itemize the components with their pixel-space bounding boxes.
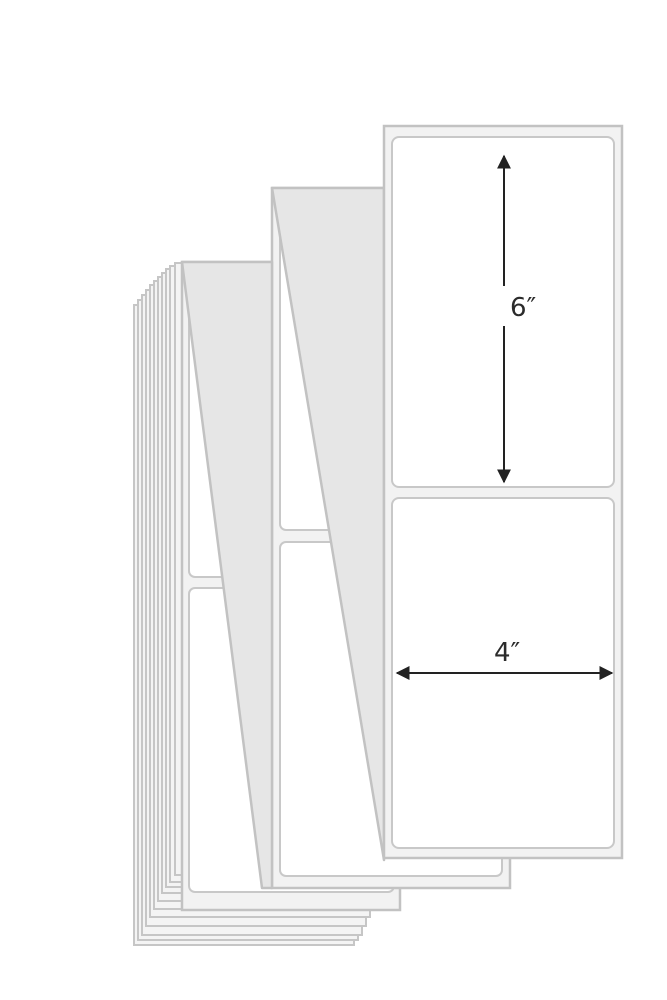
width-dimension: 4″: [395, 638, 614, 680]
width-dimension-label: 4″: [494, 638, 521, 668]
fold-flap-back: [180, 260, 274, 890]
height-dimension: 6″: [489, 154, 537, 484]
front-sheet: [382, 124, 624, 860]
height-dimension-label: 6″: [510, 293, 537, 323]
